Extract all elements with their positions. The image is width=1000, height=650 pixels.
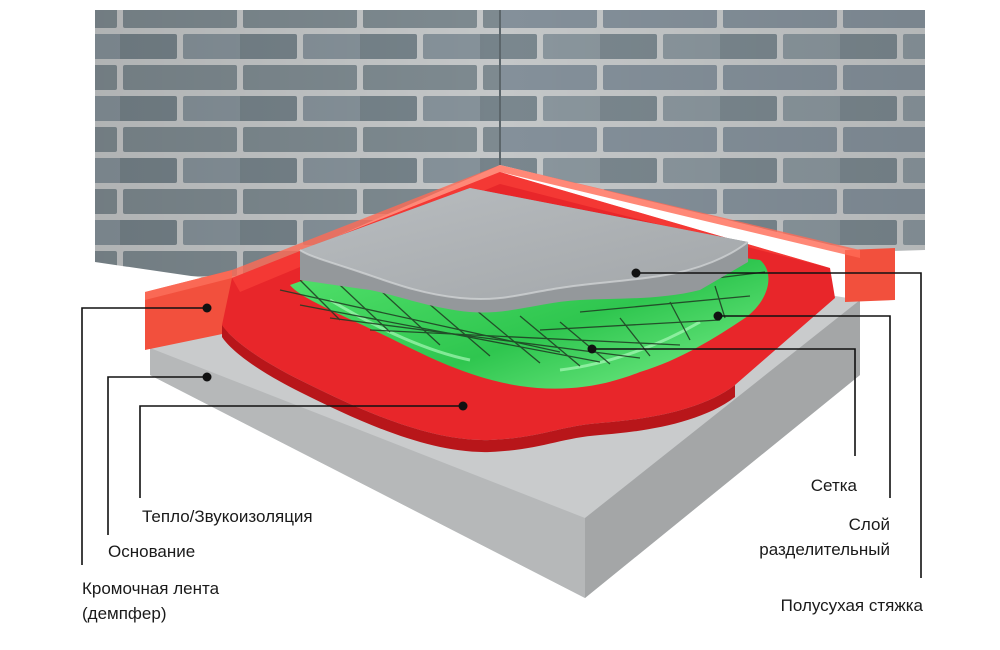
- label-insulation: Тепло/Звукоизоляция: [142, 507, 313, 526]
- label-mesh: Сетка: [811, 476, 858, 495]
- label-edge-tape-damper: (демпфер): [82, 604, 167, 623]
- label-screed: Полусухая стяжка: [781, 596, 924, 615]
- label-base: Основание: [108, 542, 195, 561]
- label-separating-layer: Слой: [849, 515, 890, 534]
- label-edge-tape: Кромочная лента: [82, 579, 220, 598]
- label-separating-layer-2: разделительный: [759, 540, 890, 559]
